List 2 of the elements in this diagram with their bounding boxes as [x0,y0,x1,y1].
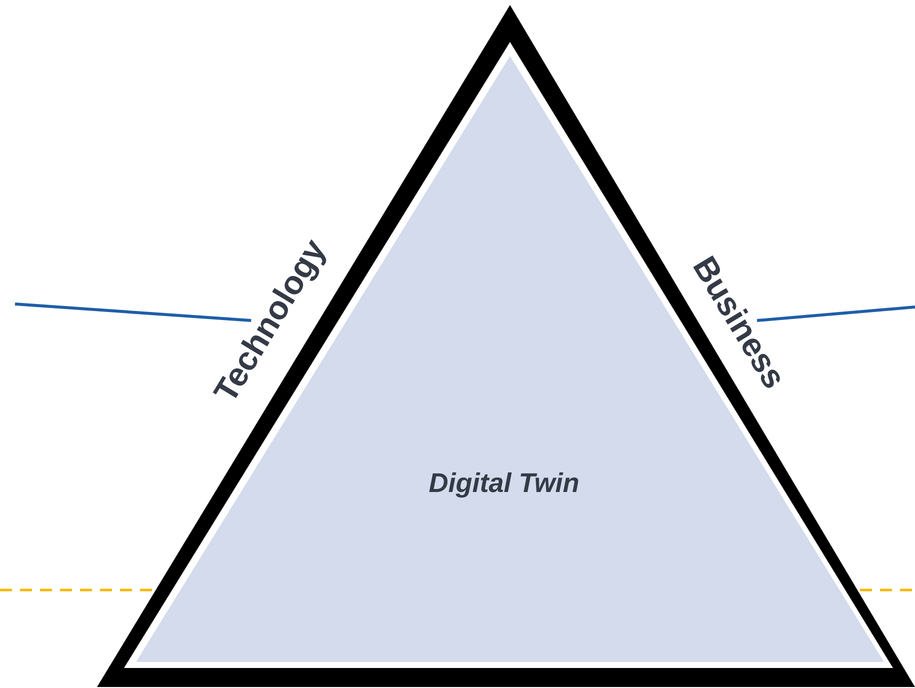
leader-line [756,306,915,322]
leader-line [14,302,252,322]
